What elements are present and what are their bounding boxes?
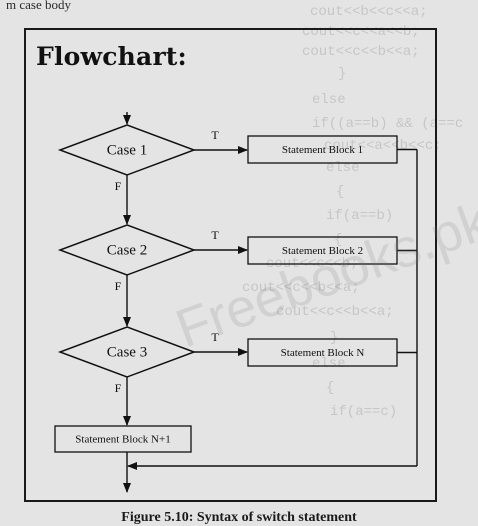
decision-diamond: [57, 326, 197, 378]
statement-block-label: Statement Block N: [281, 347, 365, 359]
default-statement-block: [54, 425, 192, 453]
statement-block: [247, 338, 398, 367]
true-branch-label: T: [211, 128, 219, 142]
flowchart-title: Flowchart:: [36, 42, 187, 71]
true-branch-label: T: [211, 330, 219, 344]
default-statement-block-label: Statement Block N+1: [75, 434, 170, 446]
statement-block-label: Statement Block 1: [282, 144, 363, 156]
false-branch-label: F: [115, 381, 122, 395]
decision-label: Case 3: [107, 344, 147, 360]
flowchart-nodes: Case 1 T Statement Block 1 F Case 2 T Statemen…: [54, 124, 398, 453]
decision-label: Case 1: [107, 142, 147, 158]
decision-label: Case 2: [107, 242, 147, 258]
statement-block-label: Statement Block 2: [282, 245, 363, 257]
statement-block: [247, 236, 398, 265]
top-text-fragment: m case body: [6, 0, 71, 12]
statement-block: [247, 135, 398, 164]
flowchart-frame: [24, 28, 437, 502]
decision-diamond: [57, 124, 197, 176]
false-branch-label: F: [115, 279, 122, 293]
flowchart-edges: [123, 112, 418, 493]
false-branch-label: F: [115, 179, 122, 193]
decision-diamond: [57, 224, 197, 276]
true-branch-label: T: [211, 228, 219, 242]
figure-caption: Figure 5.10: Syntax of switch statement: [121, 510, 357, 525]
